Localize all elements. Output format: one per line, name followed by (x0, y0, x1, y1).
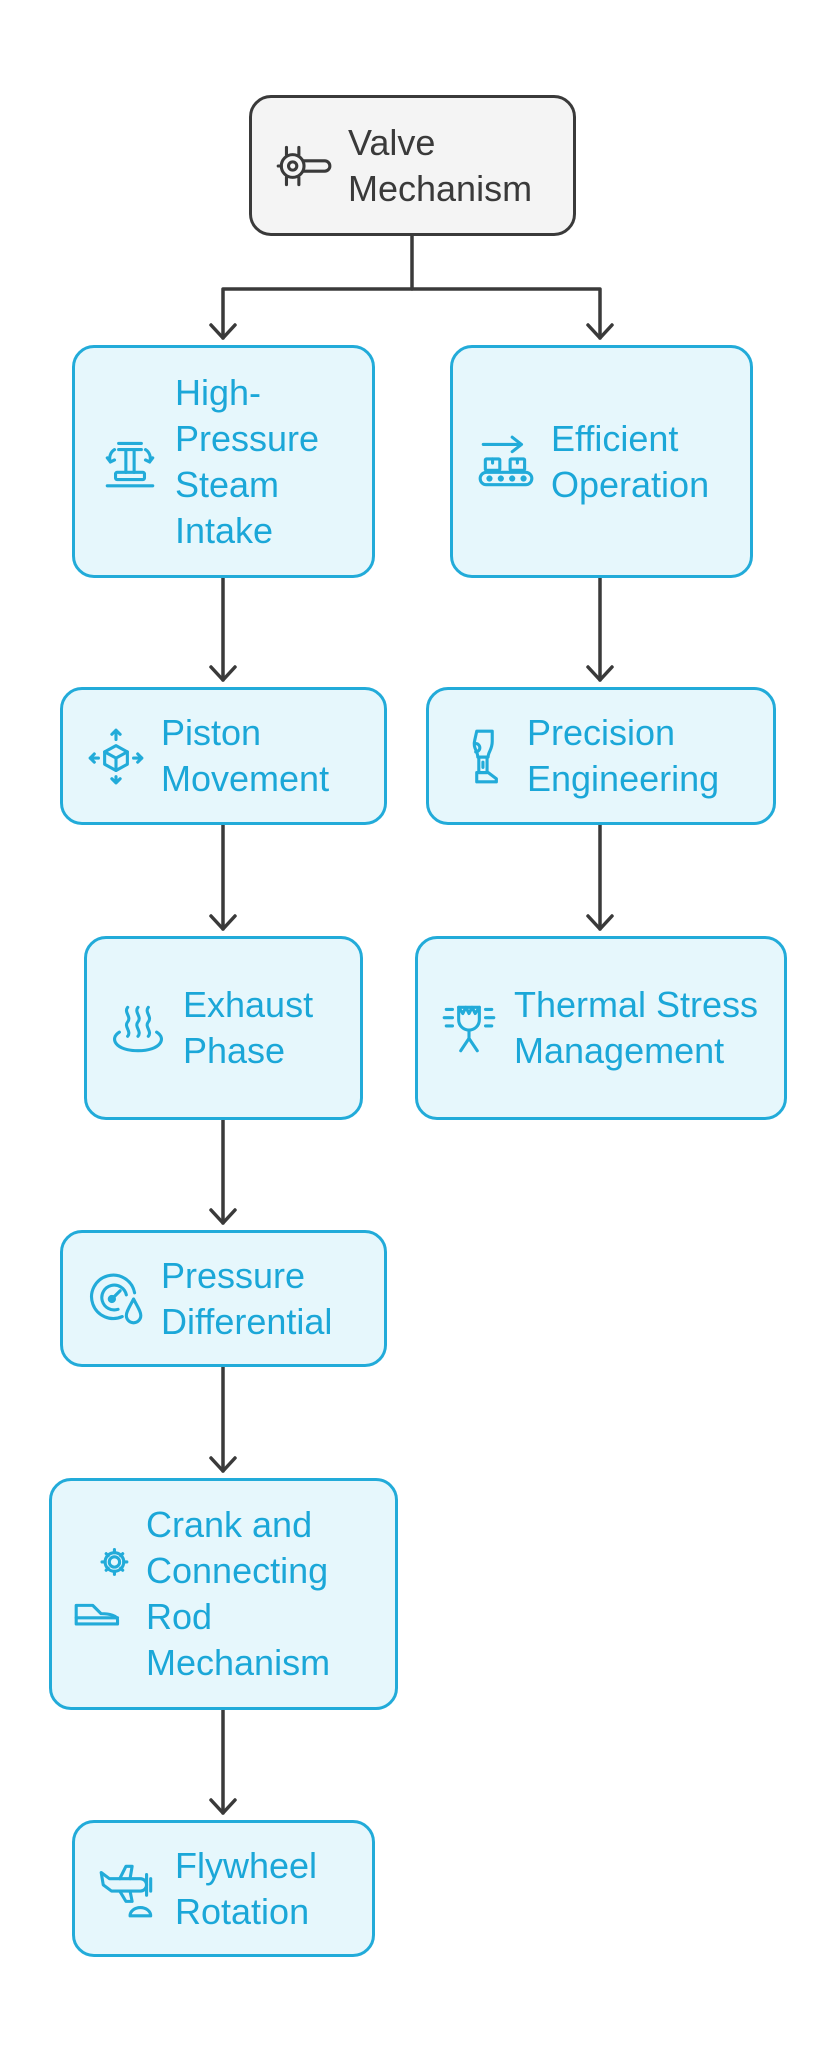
node-flywheel-rotation[interactable]: Flywheel Rotation (72, 1820, 375, 1957)
node-pressure-differential[interactable]: Pressure Differential (60, 1230, 387, 1367)
node-label: Pressure Differential (161, 1254, 333, 1342)
valve-icon (272, 135, 334, 197)
node-efficient-operation[interactable]: Efficient Operation (450, 345, 753, 578)
edge-piston-exhaust (209, 823, 237, 931)
edge-exhaust-pressure (209, 1118, 237, 1225)
edge-precision-thermal (586, 823, 614, 931)
node-exhaust-phase[interactable]: Exhaust Phase (84, 936, 363, 1120)
node-valve-mechanism[interactable]: Valve Mechanism (249, 95, 576, 236)
node-crank-connecting-rod[interactable]: Crank and Connecting Rod Mechanism (49, 1478, 398, 1710)
node-label: Valve Mechanism (348, 121, 533, 209)
node-label: Exhaust Phase (183, 984, 314, 1071)
edge-pressure-crank (209, 1365, 237, 1473)
edge-steam-piston (209, 576, 237, 682)
thermal-stress-icon (438, 997, 500, 1059)
conveyor-icon (475, 431, 537, 493)
edge-crank-flywheel (209, 1708, 237, 1815)
airplane-icon (95, 1856, 161, 1922)
piston-rotation-icon (99, 431, 161, 493)
edge-valve-steam (209, 234, 414, 340)
node-label: Piston Movement (161, 712, 330, 799)
node-precision-engineering[interactable]: Precision Engineering (426, 687, 776, 825)
prosthetic-leg-icon (457, 725, 513, 787)
node-label: Thermal Stress Management (514, 984, 759, 1071)
node-label: High-Pressure Steam Intake (175, 371, 320, 551)
node-thermal-stress-management[interactable]: Thermal Stress Management (415, 936, 787, 1120)
node-high-pressure-steam-intake[interactable]: High-Pressure Steam Intake (72, 345, 375, 578)
node-label: Flywheel Rotation (175, 1844, 318, 1932)
steam-icon (107, 997, 169, 1059)
node-label: Efficient Operation (551, 417, 710, 505)
gear-shoe-icon (70, 1539, 132, 1649)
edge-efficient-precision (586, 576, 614, 682)
node-piston-movement[interactable]: Piston Movement (60, 687, 387, 825)
node-label: Precision Engineering (527, 712, 720, 799)
cube-move-icon (85, 725, 147, 787)
gauge-drop-icon (85, 1268, 147, 1330)
edge-valve-efficient (410, 287, 614, 340)
node-label: Crank and Connecting Rod Mechanism (146, 1504, 331, 1683)
